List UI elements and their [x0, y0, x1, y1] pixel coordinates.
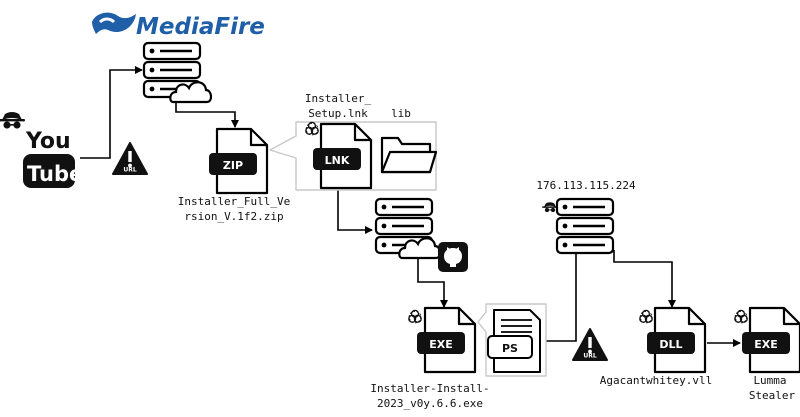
lnk-filename-line2: Setup.lnk — [308, 107, 368, 120]
lumma-exe-badge-label: EXE — [754, 338, 778, 351]
line-ps-to-c2 — [546, 250, 577, 342]
ps-badge-label: PS — [502, 342, 518, 355]
arrow-mediafire-to-zip — [175, 100, 239, 128]
exe-filename-line2: 2023_v0y.6.6.exe — [377, 397, 483, 410]
folder-icon — [380, 136, 438, 174]
arrow-c2-to-dll — [613, 250, 676, 308]
connectors — [80, 66, 741, 347]
c2-ip-label: 176.113.115.224 — [536, 179, 636, 192]
lnk-file-icon: LNK — [311, 122, 373, 190]
spy-icon — [542, 202, 558, 213]
lnk-badge-label: LNK — [325, 154, 350, 167]
url-warning-icon: URL — [572, 328, 608, 361]
lib-folder-name: lib — [391, 107, 411, 120]
biohazard-icon — [734, 309, 748, 324]
dll-badge-label: DLL — [659, 338, 682, 351]
youtube-logo-line2: Tube — [27, 162, 83, 186]
exe-file-icon: EXE — [415, 306, 477, 374]
url-badge-label-2: URL — [583, 353, 596, 360]
lumma-label-line2: Stealer — [749, 389, 796, 402]
zip-badge-label: ZIP — [223, 159, 243, 172]
arrow-server-to-exe — [417, 256, 448, 308]
url-badge-label: URL — [123, 167, 136, 174]
lnk-filename-line1: Installer_ — [305, 92, 372, 105]
url-warning-icon: URL — [112, 142, 148, 175]
arrow-lnk-to-github-server — [337, 188, 373, 234]
zip-file-icon: ZIP — [207, 127, 269, 195]
mediafire-wordmark: MediaFire — [136, 14, 265, 40]
exe-file-icon: EXE — [740, 306, 800, 374]
ps-document-icon: PS — [487, 309, 541, 373]
biohazard-icon — [408, 309, 422, 324]
exe-badge-label: EXE — [429, 338, 453, 351]
arrow-youtube-to-mediafire — [80, 66, 143, 159]
dll-filename: Agacantwhitey.vll — [600, 374, 713, 387]
spy-icon — [0, 112, 25, 129]
biohazard-icon — [639, 309, 653, 324]
c2-server-icon — [555, 197, 615, 255]
dll-file-icon: DLL — [645, 306, 707, 374]
github-icon — [438, 242, 468, 272]
zip-filename-line1: Installer_Full_Ve — [178, 195, 291, 208]
youtube-logo: You Tube — [23, 129, 83, 188]
youtube-logo-line1: You — [25, 129, 71, 154]
zip-filename-line2: rsion_V.1f2.zip — [184, 210, 283, 223]
lumma-label-line1: Lumma — [753, 374, 786, 387]
exe-filename-line1: Installer-Install- — [370, 382, 489, 395]
mediafire-logo: MediaFire — [92, 12, 265, 40]
